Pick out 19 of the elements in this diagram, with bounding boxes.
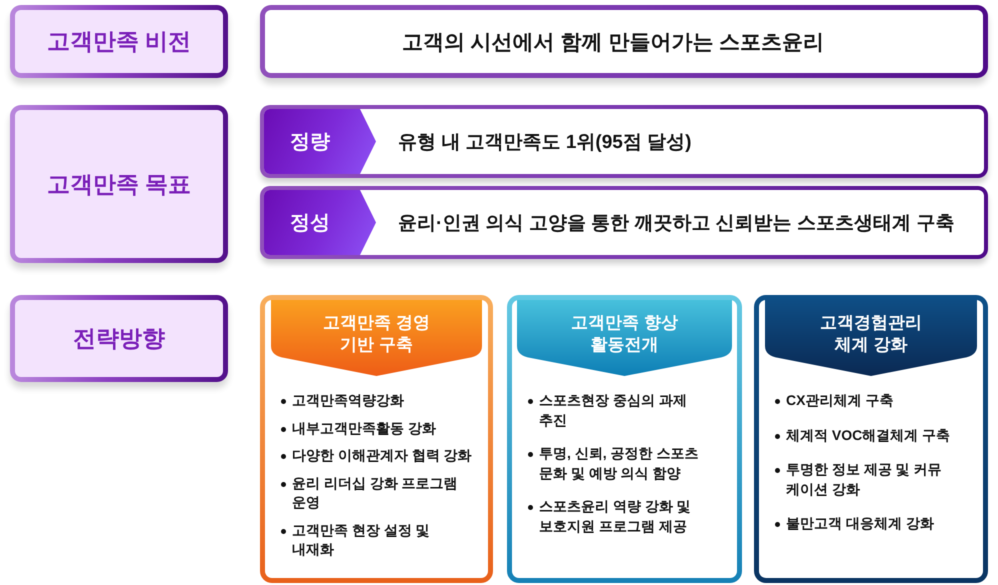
- bullet-text: 불만고객 대응체계 강화: [786, 514, 935, 533]
- goal-text: 유형 내 고객만족도 1위(95점 달성): [398, 130, 692, 154]
- bullet-text: 내부고객만족활동 강화: [292, 418, 437, 438]
- bullet-text: 고객만족 현장 설정 및 내재화: [292, 520, 431, 559]
- bullet-text: 스포츠윤리 역량 강화 및 보호지원 프로그램 제공: [539, 497, 692, 536]
- bullet-text: 윤리 리더십 강화 프로그램 운영: [292, 474, 459, 512]
- strategy-banner: 고객경험관리 체계 강화: [765, 300, 977, 376]
- bullet-text: 스포츠현장 중심의 과제 추진: [539, 391, 688, 430]
- goal-text: 윤리·인권 의식 고양을 통한 깨끗하고 신뢰받는 스포츠생태계 구축: [398, 212, 954, 236]
- bullet-text: 고객만족역량강화: [292, 391, 405, 410]
- goal-type-tab: 정량: [264, 109, 376, 174]
- strategy-banner: 고객만족 경영 기반 구축: [271, 300, 482, 376]
- bullet-text: CX관리체계 구축: [786, 391, 894, 410]
- bullet-text: 투명, 신뢰, 공정한 스포츠 문화 및 예방 의식 함양: [539, 444, 700, 482]
- bullet-text: 다양한 이해관계자 협력 강화: [292, 446, 473, 465]
- strategy-banner: 고객만족 향상 활동전개: [517, 300, 732, 376]
- bullet-text: 투명한 정보 제공 및 커뮤 케이션 강화: [786, 460, 943, 498]
- bullet-text: 체계적 VOC해결체계 구축: [786, 426, 952, 444]
- goal-type-tab: 정성: [264, 190, 376, 255]
